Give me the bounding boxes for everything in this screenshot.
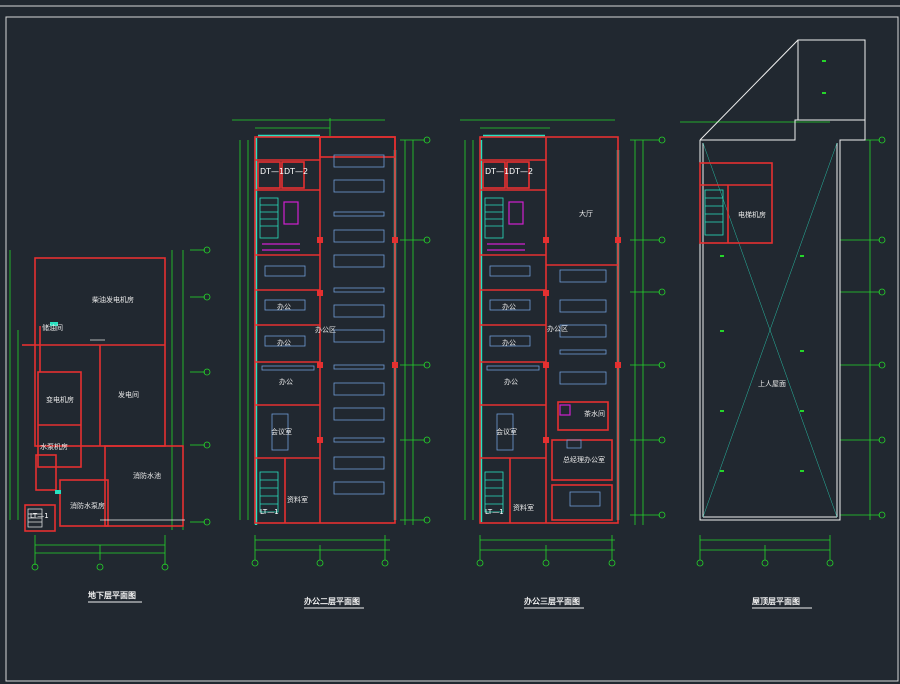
stair-tag: LT—1 [260,508,279,516]
room-label: 消防水泵房 [70,501,105,510]
room-label: 储油间 [42,323,63,332]
room-label: 水泵机房 [40,442,68,451]
plan-title: 办公二层平面图 [304,596,360,606]
office-floor-2-plan: DT—1 DT—2 办公 办公 办公 办公区 会议室 资料室 LT—1 办公二层… [232,118,431,609]
room-label: 办公区 [547,324,568,333]
room-label: 办公 [504,377,518,386]
drawing-frame [5,16,899,682]
room-label: 上人屋面 [758,379,786,388]
room-label: 柴油发电机房 [92,295,134,304]
room-label: 会议室 [271,427,292,436]
room-label: 茶水间 [584,409,605,418]
plan-title: 地下层平面图 [88,590,136,600]
room-label: 办公 [502,338,516,347]
elevator-tag: DT—1 [485,167,509,176]
office-floor-3-plan: DT—1 DT—2 大厅 办公 办公 办公 办公区 会议室 茶水间 总经理办公室… [460,119,666,609]
elevator-tag: DT—2 [284,167,308,176]
elevator-tag: DT—1 [260,167,284,176]
stair-tag: LT—1 [30,512,49,520]
room-label: 办公区 [315,325,336,334]
elevator-tag: DT—2 [509,167,533,176]
room-label: 电梯机房 [738,210,766,219]
room-label: 资料室 [287,495,308,504]
plan-title: 屋顶层平面图 [752,596,800,606]
room-label: 办公 [277,302,291,311]
room-label: 消防水池 [133,471,161,480]
room-label: 办公 [277,338,291,347]
roof-plan: 电梯机房 上人屋面 屋顶层平面图 [680,39,886,609]
room-label: 变电机房 [46,395,74,404]
stair-tag: LT—1 [485,508,504,516]
desk-grid [333,154,385,495]
basement-plan: 柴油发电机房 储油间 发电间 变电机房 水泵机房 消防水池 消防水泵房 LT—1… [9,246,211,603]
room-label: 办公 [502,302,516,311]
room-label: 资料室 [513,503,534,512]
room-label: 会议室 [496,427,517,436]
room-label: 办公 [279,377,293,386]
plan-title: 办公三层平面图 [524,596,580,606]
room-label: 总经理办公室 [563,455,605,464]
room-label: 发电间 [118,390,139,399]
room-label: 大厅 [579,209,593,218]
